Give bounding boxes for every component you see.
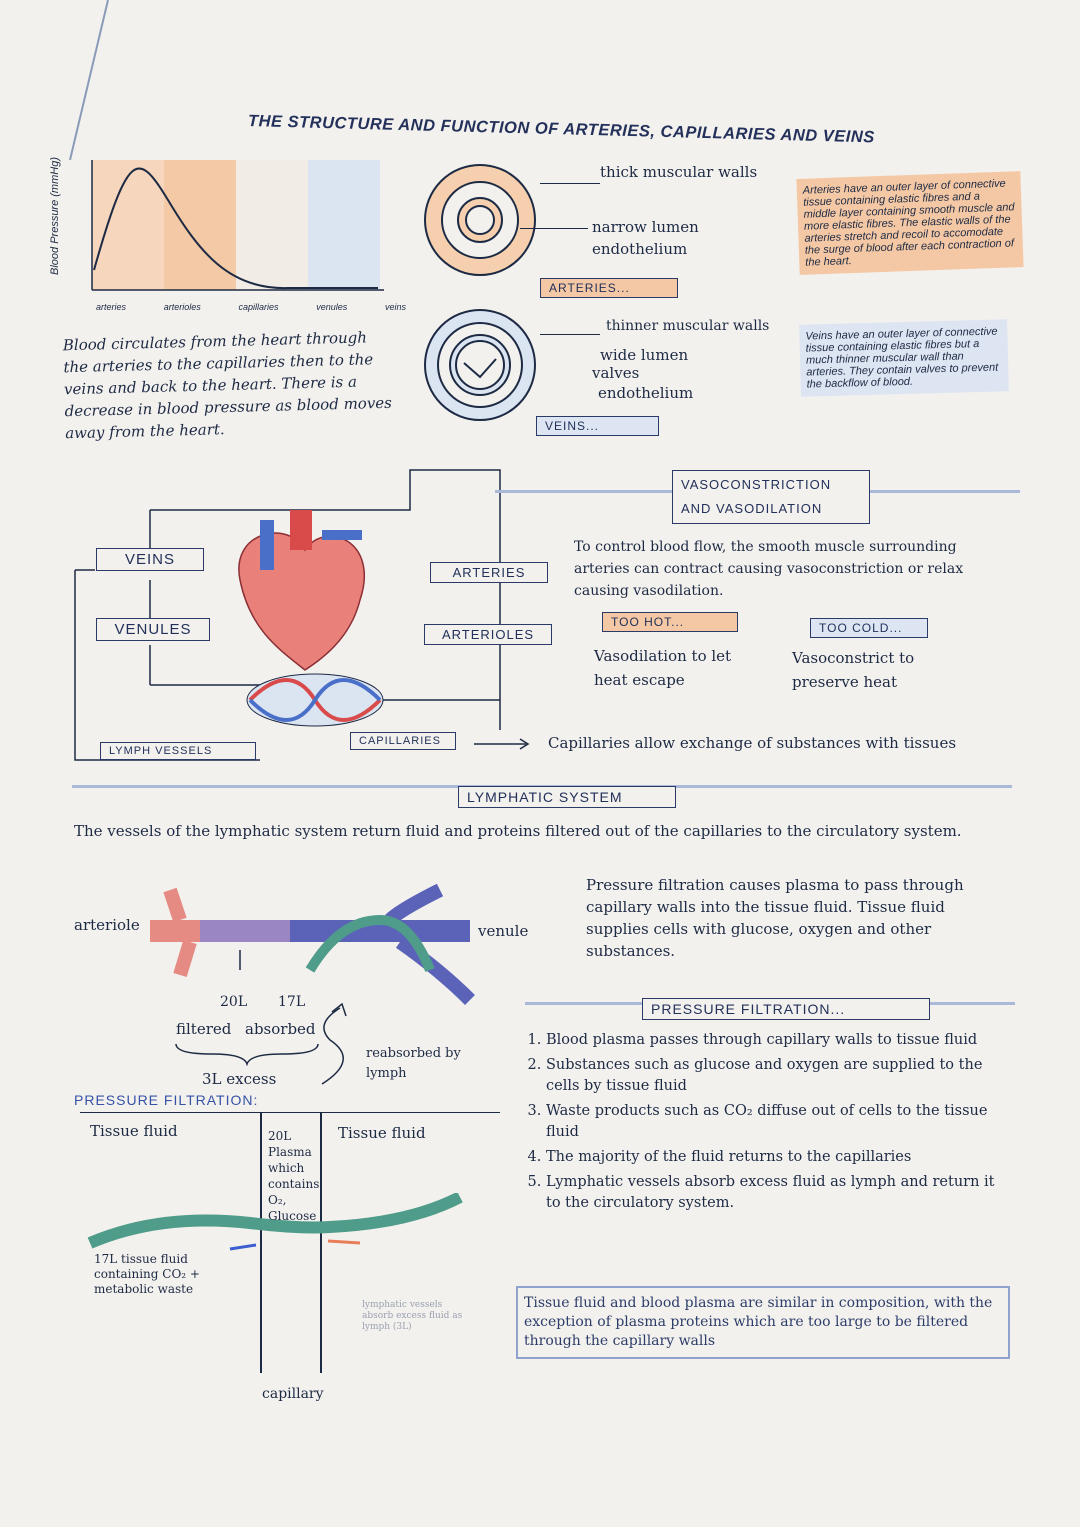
- vein-part-lumen: wide lumen: [600, 346, 689, 364]
- arteriole-label: arteriole: [74, 916, 140, 934]
- pressure-graph-svg: [91, 160, 384, 291]
- graph-x-labels: arteries arterioles capillaries venules …: [96, 302, 406, 312]
- intro-text: Blood circulates from the heart through …: [62, 328, 393, 443]
- tissue-right-label: Tissue fluid: [338, 1124, 426, 1142]
- absorbed-label: absorbed: [245, 1020, 316, 1038]
- capillary-label: capillary: [262, 1386, 324, 1402]
- too-hot-label: TOO HOT...: [602, 612, 738, 632]
- x-label-arterioles: arterioles: [163, 302, 201, 312]
- capillary-diagram: [150, 883, 475, 1005]
- x-label-veins: veins: [384, 302, 406, 312]
- circ-venules: VENULES: [96, 618, 210, 641]
- artery-part-walls: thick muscular walls: [600, 163, 758, 181]
- pf-step-4: The majority of the fluid returns to the…: [546, 1147, 1000, 1168]
- tissue-left-label: Tissue fluid: [90, 1122, 178, 1140]
- too-cold-text: Vasoconstrict to preserve heat: [792, 649, 915, 691]
- too-cold-label: TOO COLD...: [810, 618, 928, 638]
- pf-step-1: Blood plasma passes through capillary wa…: [546, 1030, 1000, 1051]
- x-label-capillaries: capillaries: [238, 302, 279, 312]
- x-label-venules: venules: [316, 302, 348, 312]
- circ-arteries: ARTERIES: [430, 562, 548, 583]
- arteries-note: Arteries have an outer layer of connecti…: [796, 171, 1024, 275]
- plasma-note: 20L Plasma which contains O₂, Glucose: [268, 1129, 320, 1223]
- circulation-diagram: [74, 469, 501, 761]
- excess-label: 3L excess: [202, 1070, 277, 1088]
- lymph-heading: LYMPHATIC SYSTEM: [458, 786, 676, 808]
- lymph-note: lymphatic vessels absorb excess fluid as…: [362, 1300, 463, 1332]
- circ-lymph-vessels: LYMPH VESSELS: [100, 742, 256, 760]
- filtered-value: 20L: [220, 994, 248, 1010]
- pf-note: Tissue fluid and blood plasma are simila…: [516, 1286, 1010, 1359]
- absorbed-value: 17L: [278, 994, 306, 1010]
- reabsorb-arrow-icon: [321, 1002, 347, 1085]
- capillaries-note: Capillaries allow exchange of substances…: [548, 734, 957, 752]
- pf-steps: Blood plasma passes through capillary wa…: [520, 1030, 1000, 1218]
- venule-label: venule: [478, 922, 529, 940]
- pf-step-2: Substances such as glucose and oxygen ar…: [546, 1055, 1000, 1097]
- pressure-graph: [78, 160, 408, 310]
- tissue-diagram: [80, 1112, 500, 1373]
- pf-step-5: Lymphatic vessels absorb excess fluid as…: [546, 1172, 1000, 1214]
- vein-diagram: [424, 309, 536, 421]
- pressure-text: Pressure filtration causes plasma to pas…: [586, 876, 964, 960]
- veins-label: VEINS...: [536, 416, 659, 436]
- tissue-diagram-title: PRESSURE FILTRATION:: [74, 1092, 259, 1108]
- lymph-text: The vessels of the lymphatic system retu…: [74, 822, 962, 840]
- margin-line: [69, 0, 109, 161]
- vein-part-walls: thinner muscular walls: [606, 318, 770, 334]
- artery-part-lumen: narrow lumen: [592, 218, 699, 236]
- arteries-label: ARTERIES...: [540, 278, 678, 298]
- filtered-label: filtered: [176, 1020, 232, 1038]
- page-title: THE STRUCTURE AND FUNCTION OF ARTERIES, …: [247, 112, 876, 147]
- vein-part-valves: valves: [592, 364, 640, 382]
- veins-note: Veins have an outer layer of connective …: [799, 319, 1009, 397]
- vaso-text: To control blood flow, the smooth muscle…: [574, 539, 964, 599]
- vaso-heading-text: VASOCONSTRICTION AND VASODILATION: [681, 477, 832, 516]
- too-hot-text: Vasodilation to let heat escape: [594, 647, 732, 689]
- vein-part-endothelium: endothelium: [598, 384, 694, 402]
- circ-capillaries: CAPILLARIES: [350, 732, 456, 750]
- brace-icon: [175, 1043, 319, 1066]
- vaso-heading: VASOCONSTRICTION AND VASODILATION: [672, 470, 870, 524]
- artery-part-endothelium: endothelium: [592, 240, 688, 258]
- circ-veins: VEINS: [96, 548, 204, 571]
- graph-y-label: Blood Pressure (mmHg): [48, 157, 61, 275]
- arrow-icon: [474, 738, 530, 750]
- pf-heading: PRESSURE FILTRATION...: [642, 998, 930, 1020]
- return-note: 17L tissue fluid containing CO₂ + metabo…: [94, 1252, 200, 1296]
- reabsorbed-label: reabsorbed by lymph: [366, 1046, 461, 1081]
- pf-step-3: Waste products such as CO₂ diffuse out o…: [546, 1101, 1000, 1143]
- artery-diagram: [424, 164, 536, 276]
- circ-arterioles: ARTERIOLES: [424, 624, 552, 645]
- tissue-capillary-svg: [87, 1193, 463, 1251]
- x-label-arteries: arteries: [96, 302, 127, 312]
